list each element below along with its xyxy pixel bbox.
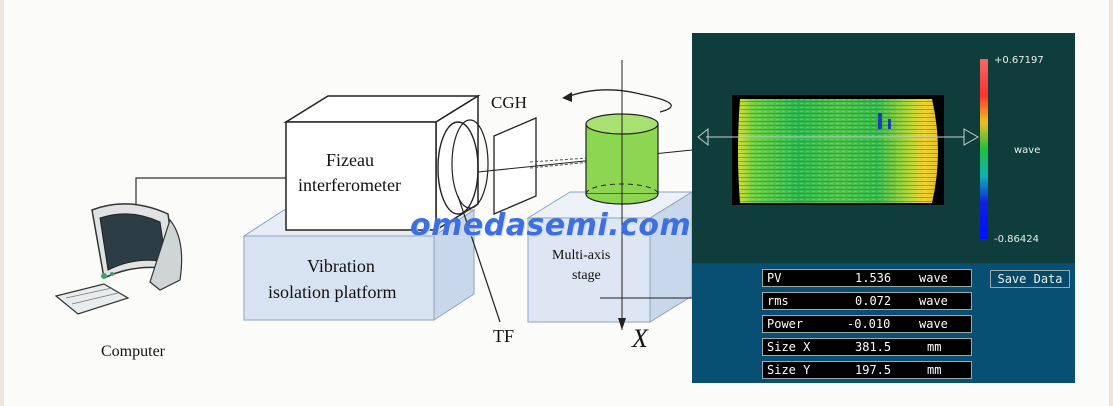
- save-data-button[interactable]: Save Data: [990, 270, 1070, 288]
- stage-label-line2: stage: [572, 268, 601, 283]
- readout-row-pv: PV 1.536 wave: [762, 269, 972, 287]
- cgh-plate: [493, 117, 537, 215]
- readout-unit: wave: [919, 271, 948, 285]
- readout-unit: mm: [927, 340, 942, 354]
- x-axis-label: X: [632, 324, 648, 353]
- readout-row-size-y: Size Y 197.5 mm: [762, 361, 972, 379]
- stage-label-line1: Multi-axis: [552, 248, 611, 263]
- readout-value: 0.072: [855, 294, 892, 308]
- readout-label: rms: [767, 294, 789, 308]
- vibration-label-line1: Vibration: [307, 256, 375, 276]
- scale-unit-label: wave: [1014, 145, 1041, 156]
- phase-map-view: [697, 59, 988, 239]
- readout-label: Size Y: [767, 363, 811, 377]
- readout-value: -0.010: [847, 317, 891, 331]
- scale-min-label: -0.86424: [994, 234, 1039, 245]
- readout-value: 381.5: [855, 340, 892, 354]
- readout-value: 1.536: [855, 271, 892, 285]
- readout-label: Power: [767, 317, 804, 331]
- scale-max-label: +0.67197: [994, 55, 1044, 66]
- vibration-label-line2: isolation platform: [268, 282, 397, 302]
- measurement-panel: +0.67197 wave -0.86424 PV 1.536 wave rms…: [692, 33, 1075, 383]
- readout-label: Size X: [767, 340, 811, 354]
- computer-illustration: [54, 203, 183, 315]
- watermark-text: omedasemi.com: [410, 208, 692, 243]
- readout-unit: wave: [919, 294, 948, 308]
- fizeau-label-line1: Fizeau: [326, 150, 374, 170]
- readout-label: PV: [767, 271, 782, 285]
- readout-row-rms: rms 0.072 wave: [762, 292, 972, 310]
- color-scale-bar: [980, 59, 988, 239]
- computer-label: Computer: [101, 343, 165, 360]
- readout-row-size-x: Size X 381.5 mm: [762, 338, 972, 356]
- readout-value: 197.5: [855, 363, 892, 377]
- fizeau-interferometer: [283, 94, 489, 232]
- readout-unit: wave: [919, 317, 948, 331]
- cgh-label: CGH: [491, 93, 527, 112]
- fizeau-label-line2: interferometer: [298, 175, 401, 195]
- readout-row-power: Power -0.010 wave: [762, 315, 972, 333]
- tf-label: TF: [493, 326, 515, 346]
- readout-unit: mm: [927, 363, 942, 377]
